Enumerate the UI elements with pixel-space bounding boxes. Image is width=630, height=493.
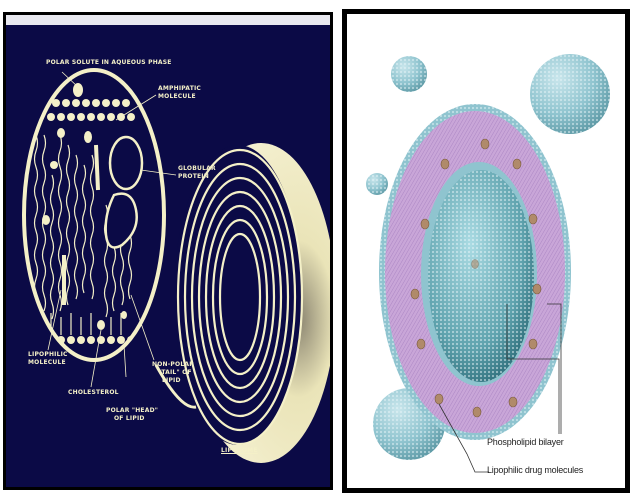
- nonpolar-tail-label-line2: "TAIL" OF: [158, 369, 192, 376]
- polar-solute-label: POLAR SOLUTE IN AQUEOUS PHASE: [46, 59, 172, 66]
- polar-head-label-line1: POLAR "HEAD": [106, 407, 158, 414]
- lipophilic-drug-label: Lipophilic drug molecules: [487, 465, 583, 475]
- liposome-schematic-panel: POLAR SOLUTE IN AQUEOUS PHASE AMPHIPATIC…: [3, 12, 333, 490]
- liposome-title-label: LIPOSOME: [221, 447, 258, 454]
- top-strip: [6, 15, 330, 25]
- nonpolar-tail-label-line3: LIPID: [162, 377, 181, 384]
- liposome-3d-panel: Phospholipid bilayer Lipophilic drug mol…: [342, 9, 630, 493]
- lipophilic-molecule-label-line2: MOLECULE: [28, 359, 66, 366]
- liposome-3d-drawing: [347, 14, 625, 488]
- globular-protein-label-line1: GLOBULAR: [178, 165, 216, 172]
- lipophilic-molecule-label-line1: LIPOPHILIC: [28, 351, 68, 358]
- magnified-bilayer-circle: [24, 70, 164, 360]
- amphipatic-label-line1: AMPHIPATIC: [158, 85, 201, 92]
- phospholipid-bilayer-label: Phospholipid bilayer: [487, 437, 564, 447]
- nonpolar-tail-label-line1: NON-POLAR: [152, 361, 194, 368]
- globular-protein-label-line2: PROTEIN: [178, 173, 209, 180]
- cholesterol-label: CHOLESTEROL: [68, 389, 119, 396]
- amphipatic-label-line2: MOLECULE: [158, 93, 196, 100]
- polar-head-label-line2: OF LIPID: [114, 415, 145, 422]
